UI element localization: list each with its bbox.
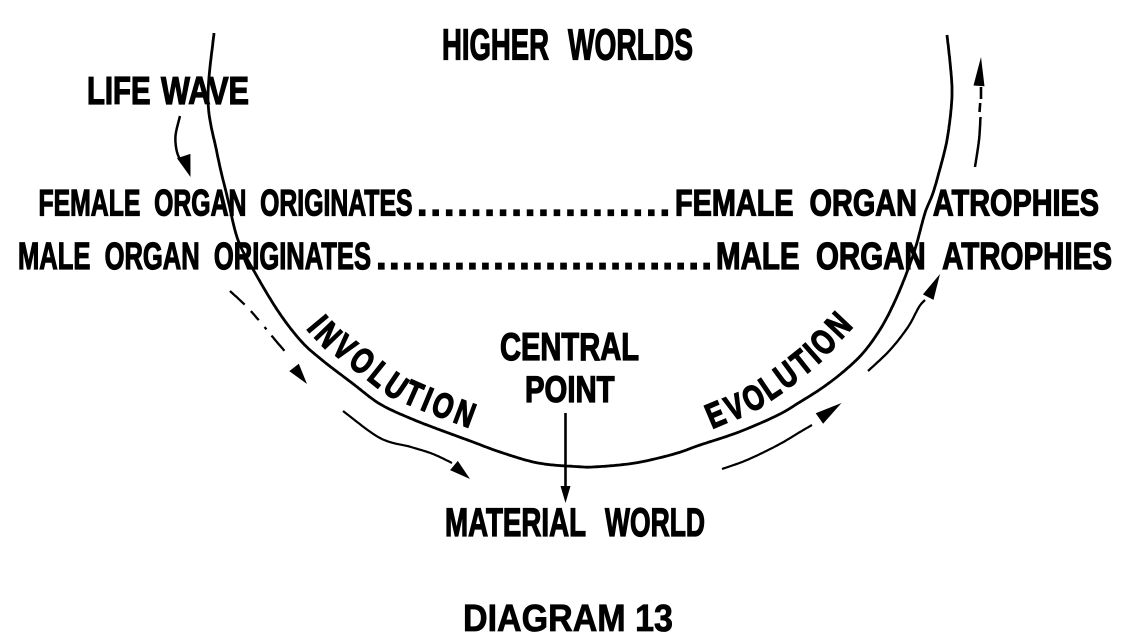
svg-text:CENTRAL: CENTRAL (500, 326, 639, 369)
svg-text:MALE ORGAN ATROPHIES: MALE ORGAN ATROPHIES (716, 235, 1112, 278)
svg-text:...................: ................... (417, 182, 670, 224)
svg-text:HIGHER: HIGHER (442, 22, 549, 70)
svg-text:MATERIAL: MATERIAL (445, 501, 586, 545)
svg-text:MALE ORGAN ORIGINATES: MALE ORGAN ORIGINATES (18, 235, 371, 278)
svg-text:LIFE: LIFE (87, 70, 151, 113)
svg-text:POINT: POINT (525, 368, 615, 410)
svg-text:FEMALE ORGAN ORIGINATES: FEMALE ORGAN ORIGINATES (39, 182, 413, 224)
svg-text:WORLD: WORLD (605, 501, 705, 545)
svg-text:..........................: .......................... (376, 235, 712, 278)
svg-text:FEMALE ORGAN ATROPHIES: FEMALE ORGAN ATROPHIES (675, 182, 1099, 224)
svg-text:DIAGRAM 13: DIAGRAM 13 (463, 598, 673, 640)
svg-text:WAVE: WAVE (161, 70, 249, 113)
svg-text:WORLDS: WORLDS (568, 22, 693, 70)
